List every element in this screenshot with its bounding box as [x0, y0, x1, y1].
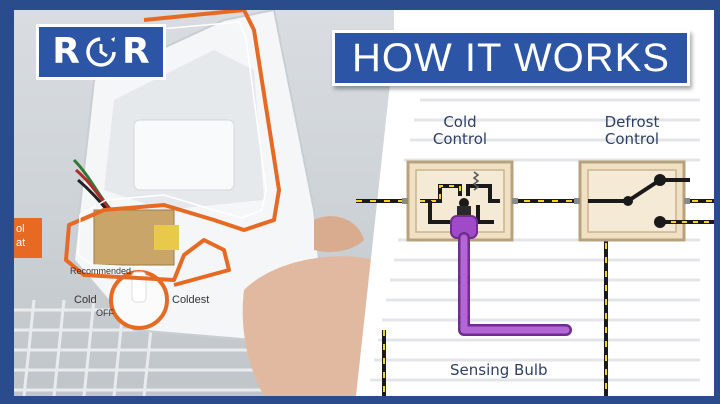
brand-logo: R R: [36, 24, 166, 80]
sensing-bulb-label: Sensing Bulb: [450, 361, 548, 379]
dial-cold-label: Cold: [74, 294, 97, 306]
thermostat-tag: ol at: [14, 218, 42, 258]
clock-wrench-icon: [86, 37, 116, 67]
frame-bottom: [0, 396, 720, 404]
cold-control-label: Cold Control: [432, 113, 488, 148]
photo-illustration: [14, 10, 394, 396]
dial-recommended-label: Recommended: [70, 266, 132, 276]
refrigerator-photo: Recommended Cold Coldest OFF: [14, 10, 394, 396]
page-title: HOW IT WORKS: [352, 35, 670, 80]
frame-right: [714, 0, 720, 404]
defrost-control-label: Defrost Control: [604, 113, 660, 148]
frame-left: [0, 0, 14, 404]
frame-top: [0, 0, 720, 10]
dial-off-label: OFF: [96, 308, 114, 318]
logo-letter-left: R: [52, 31, 80, 72]
title-banner: HOW IT WORKS: [332, 30, 690, 86]
dial-coldest-label: Coldest: [172, 294, 210, 306]
logo-letter-right: R: [122, 31, 150, 72]
